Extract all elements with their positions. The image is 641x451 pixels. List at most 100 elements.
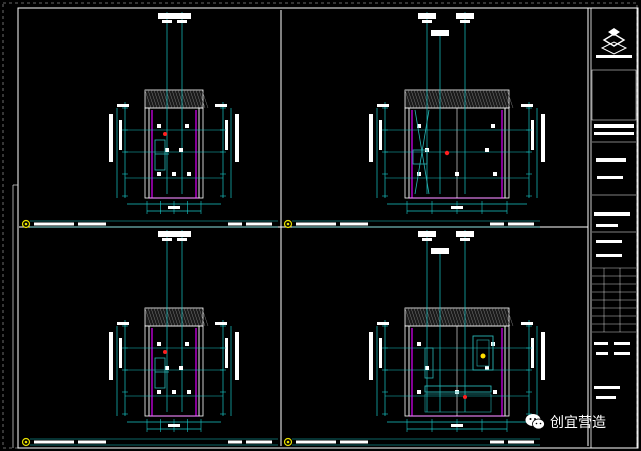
hatch-stroke (419, 307, 427, 327)
hatch-stroke (186, 89, 194, 109)
hatch-stroke (503, 307, 511, 327)
callout-tag (173, 231, 191, 237)
hatch-stroke (153, 89, 161, 109)
view-title-bar (340, 440, 368, 444)
hatch-stroke (482, 307, 490, 327)
hatch-stroke (458, 89, 466, 109)
hatch-stroke (506, 89, 514, 109)
annotation-marker (157, 124, 161, 128)
annotation-marker (417, 390, 421, 394)
scale-bar (228, 222, 242, 226)
side-dimension-text (379, 338, 382, 368)
view-title-bar (34, 440, 74, 444)
callout-tag (418, 13, 436, 19)
hatch-stroke (416, 307, 424, 327)
inner-outline (148, 107, 200, 199)
hatch-stroke (186, 307, 194, 327)
hatch-stroke (419, 89, 427, 109)
section-callout-dot (24, 440, 28, 444)
dimension-text (168, 424, 180, 427)
mirror-frame (472, 335, 494, 371)
annotation-marker (425, 366, 429, 370)
hatch-stroke (476, 89, 484, 109)
hatch-stroke (416, 89, 424, 109)
hatch-stroke (485, 307, 493, 327)
hatch-stroke (407, 307, 415, 327)
hatch-stroke (177, 307, 185, 327)
elevation-tag (215, 322, 227, 325)
callout-tag-second (431, 248, 449, 254)
hatch-stroke (171, 307, 179, 327)
hatch-stroke (443, 89, 451, 109)
watermark: 创宜营造 (525, 412, 606, 432)
title-block (590, 7, 638, 449)
annotation-marker (187, 390, 191, 394)
hatch-stroke (428, 307, 436, 327)
view-title-bar (78, 440, 106, 444)
hatch-stroke (497, 89, 505, 109)
hatch-stroke (431, 307, 439, 327)
hatch-stroke (467, 307, 475, 327)
mirror-glass (476, 339, 490, 367)
vanity-counter (424, 385, 492, 393)
hatch-stroke (431, 89, 439, 109)
annotation-marker (417, 342, 421, 346)
elevation-bottom-right (283, 230, 545, 447)
annotation-marker (455, 172, 459, 176)
callout-tag (158, 13, 176, 19)
callout-tag (456, 13, 474, 19)
hatch-stroke (437, 89, 445, 109)
hatch-stroke (476, 307, 484, 327)
red-marker (463, 395, 467, 399)
elevation-top-left (21, 12, 278, 229)
hatch-stroke (449, 307, 457, 327)
hatch-stroke (168, 307, 176, 327)
callout-tag-sub (460, 238, 470, 241)
callout-tag-sub (162, 238, 172, 241)
callout-tag (456, 231, 474, 237)
annotation-marker (185, 124, 189, 128)
dimension-text (168, 206, 180, 209)
towel-rail (424, 347, 434, 379)
hatch-stroke (455, 307, 463, 327)
watermark-text: 创宜营造 (550, 415, 606, 431)
view-title-bar (296, 440, 336, 444)
hatch-stroke (452, 307, 460, 327)
hatch-stroke (410, 89, 418, 109)
hatch-stroke (470, 307, 478, 327)
hatch-stroke (192, 307, 200, 327)
hatch-stroke (446, 307, 454, 327)
hatch-stroke (159, 307, 167, 327)
hatch-stroke (407, 89, 415, 109)
hatch-stroke (464, 307, 472, 327)
door-swing (414, 109, 430, 195)
annotation-marker (157, 172, 161, 176)
elevation-top-right (283, 12, 545, 229)
hatch-stroke (422, 89, 430, 109)
callout-tag-sub (177, 20, 187, 23)
annotation-marker (179, 148, 183, 152)
callout-tag-second (431, 30, 449, 36)
hatch-stroke (491, 307, 499, 327)
elevation-tag (117, 104, 129, 107)
side-dimension-text (225, 338, 228, 368)
scale-bar (490, 440, 504, 444)
elevation-tag (117, 322, 129, 325)
elevation-bottom-left (21, 230, 278, 447)
scale-bar (246, 440, 272, 444)
hatch-stroke (506, 307, 514, 327)
inner-outline (148, 325, 200, 417)
company-logo-icon (596, 28, 632, 58)
elevation-tag (377, 104, 389, 107)
red-marker (163, 132, 167, 136)
shower-fixture (154, 139, 166, 171)
hatch-stroke (195, 89, 203, 109)
hatch-stroke (183, 307, 191, 327)
side-dimension-text (109, 114, 113, 162)
red-marker (163, 350, 167, 354)
callout-tag-sub (162, 20, 172, 23)
hatch-stroke (449, 89, 457, 109)
hatch-stroke (443, 307, 451, 327)
fixture-box (412, 149, 428, 165)
hatch-stroke (144, 89, 152, 109)
